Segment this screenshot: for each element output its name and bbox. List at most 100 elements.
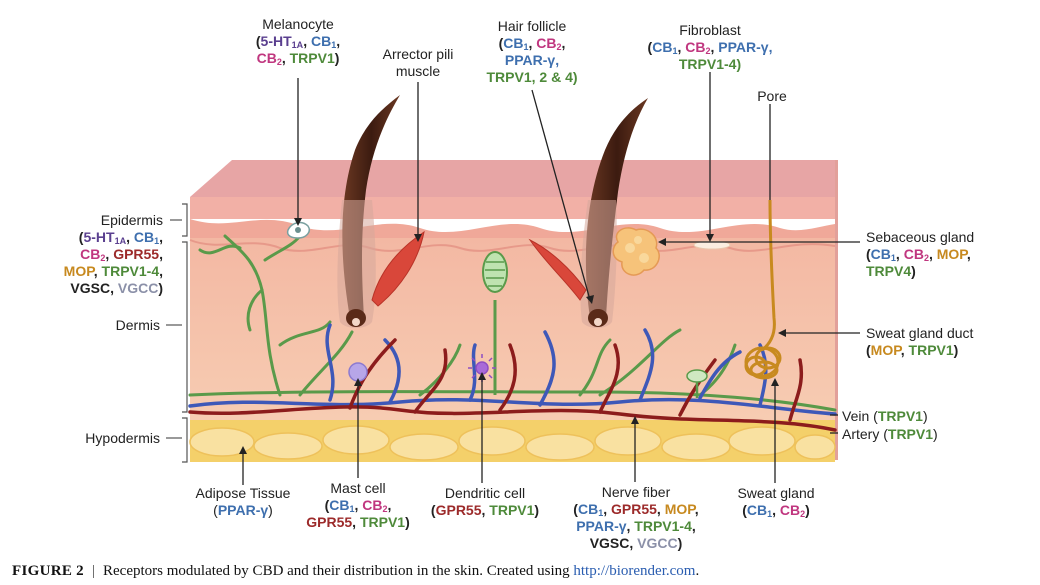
- caption-end: .: [695, 563, 700, 579]
- hypodermis-title: Hypodermis: [85, 430, 160, 446]
- nerve-close: ): [677, 535, 683, 551]
- mast-sep: ,: [354, 497, 363, 513]
- seb-open: (: [866, 246, 871, 262]
- figure-caption: FIGURE 2 | Receptors modulated by CBD and …: [12, 563, 699, 580]
- figure-number: FIGURE 2: [12, 563, 84, 579]
- epi-receptor-mop: MOP: [63, 263, 94, 279]
- hair-receptor-trpv: TRPV1, 2 & 4): [486, 69, 578, 85]
- veins: [188, 323, 837, 416]
- epi-close: ): [158, 280, 163, 296]
- pore-label: Pore: [757, 88, 787, 105]
- hair-papilla-right: [594, 318, 602, 326]
- nerve-sep: ,: [603, 501, 612, 517]
- hair-sep: ,: [528, 35, 537, 51]
- epi-sep2: ,: [105, 246, 114, 262]
- vein-close: ): [922, 408, 928, 424]
- melanocyte-sep: ,: [303, 33, 311, 49]
- nerve-comma2: ,: [691, 518, 696, 534]
- melanocyte-close: ): [334, 50, 340, 66]
- fib-sep2: ,: [710, 39, 719, 55]
- artery-close: ): [933, 426, 938, 442]
- mast-receptor-trpv1: TRPV1: [359, 514, 406, 530]
- nerve-receptor-mop: MOP: [664, 501, 695, 517]
- artery-title: Artery (: [842, 426, 888, 442]
- seb-close: ): [911, 263, 916, 279]
- sweat-gland-title: Sweat gland: [737, 485, 815, 501]
- epi-sep4: ,: [110, 280, 118, 296]
- arrector-line1: Arrector pili: [382, 46, 454, 62]
- melanocyte-receptor-cb2: CB2: [256, 50, 282, 67]
- dendritic-cell: [468, 354, 496, 382]
- hypodermis-label: Hypodermis: [85, 430, 160, 447]
- mast-receptor-gpr55: GPR55: [306, 514, 353, 530]
- mast-receptor-cb1: CB1: [329, 497, 355, 514]
- epi-receptor-cb2: CB2: [80, 246, 106, 263]
- epi-sep: ,: [126, 229, 134, 245]
- skin-top-surface: [190, 160, 835, 197]
- duct-receptor-trpv1: TRPV1: [908, 342, 954, 358]
- mast-cell-label: Mast cell (CB1, CB2, GPR55, TRPV1): [306, 480, 410, 531]
- sweat-gland-coil: [744, 346, 782, 380]
- nerve-receptor-cb1: CB1: [577, 501, 604, 518]
- epi-receptor-cb1: CB1: [133, 229, 160, 246]
- epi-receptor-trpv: TRPV1-4: [101, 263, 160, 279]
- arrector-pili-right: [528, 238, 587, 301]
- seb-receptor-cb2: CB2: [903, 246, 929, 263]
- mast-open: (: [324, 497, 330, 513]
- epi-receptor-5ht1a: 5-HT1A: [83, 229, 127, 246]
- arrector-line2: muscle: [395, 63, 441, 79]
- epidermis-layer: [190, 197, 835, 219]
- epi-receptor-gpr55: GPR55: [113, 246, 160, 262]
- duct-open: (: [866, 342, 871, 358]
- caption-text: Receptors modulated by CBD and their dis…: [103, 563, 574, 579]
- sweat-gland-duct-label: Sweat gland duct (MOP, TRPV1): [866, 325, 973, 359]
- epi-sep3: ,: [93, 263, 102, 279]
- artery-label: Artery (TRPV1): [842, 426, 938, 443]
- vein-label: Vein (TRPV1): [842, 408, 928, 425]
- fibroblast-label: Fibroblast (CB1, CB2, PPAR-γ, TRPV1-4): [648, 22, 773, 73]
- vein-receptor: TRPV1: [877, 408, 923, 424]
- mast-receptor-cb2: CB2: [362, 497, 388, 514]
- fib-receptor-cb2: CB2: [685, 39, 711, 56]
- fib-receptor-cb1: CB1: [652, 39, 678, 56]
- dendritic-cell-label: Dendritic cell (GPR55, TRPV1): [431, 485, 539, 519]
- dend-receptor-trpv1: TRPV1: [489, 502, 535, 518]
- sg-receptor-cb1: CB1: [746, 502, 773, 519]
- seb-receptor-cb1: CB1: [870, 246, 896, 263]
- pore-title: Pore: [757, 88, 787, 104]
- mast-sep2: ,: [352, 514, 360, 530]
- hair-follicle-left: [337, 200, 376, 328]
- layer-brackets: [166, 203, 188, 463]
- nerve-comma: ,: [694, 501, 699, 517]
- nerve-receptor-trpv: TRPV1-4: [634, 518, 692, 534]
- sg-receptor-cb2: CB2: [779, 502, 806, 519]
- caption-separator: |: [92, 563, 96, 579]
- melanocyte-sep2: ,: [281, 50, 290, 66]
- epidermis-wave: [190, 219, 835, 240]
- skin-right-face: [835, 160, 838, 460]
- skin-diagram: [166, 72, 860, 485]
- mast-comma: ,: [387, 497, 392, 513]
- hair-receptor-cb1: CB1: [503, 35, 529, 52]
- adipose-receptor: PPAR-γ: [217, 502, 269, 518]
- adipose-close: ): [268, 502, 273, 518]
- fibroblast-cell: [693, 240, 731, 250]
- nerve-title: Nerve fiber: [601, 484, 671, 500]
- pointer-lines: [242, 72, 860, 485]
- epi-comma2: ,: [159, 246, 163, 262]
- sweat-gland-duct: [761, 199, 776, 352]
- melanocyte-open: (: [255, 33, 261, 49]
- duct-close: ): [953, 342, 959, 358]
- melanocyte-receptor-5ht1a: 5-HT1A: [260, 33, 304, 50]
- adipose-title: Adipose Tissue: [195, 485, 291, 501]
- green-receptor-small: [686, 369, 708, 398]
- hair-comma: ,: [561, 35, 566, 51]
- melanocyte-title: Melanocyte: [262, 16, 334, 32]
- hair-follicle-title: Hair follicle: [497, 18, 567, 34]
- dend-open: (: [430, 502, 436, 518]
- melanocyte-receptor-trpv1: TRPV1: [289, 50, 335, 66]
- nerve-receptor-gpr55: GPR55: [611, 501, 657, 517]
- fib-receptor-ppar: PPAR-γ,: [718, 39, 773, 55]
- nerve-open: (: [573, 501, 578, 517]
- biorender-link[interactable]: http://biorender.com: [573, 563, 696, 579]
